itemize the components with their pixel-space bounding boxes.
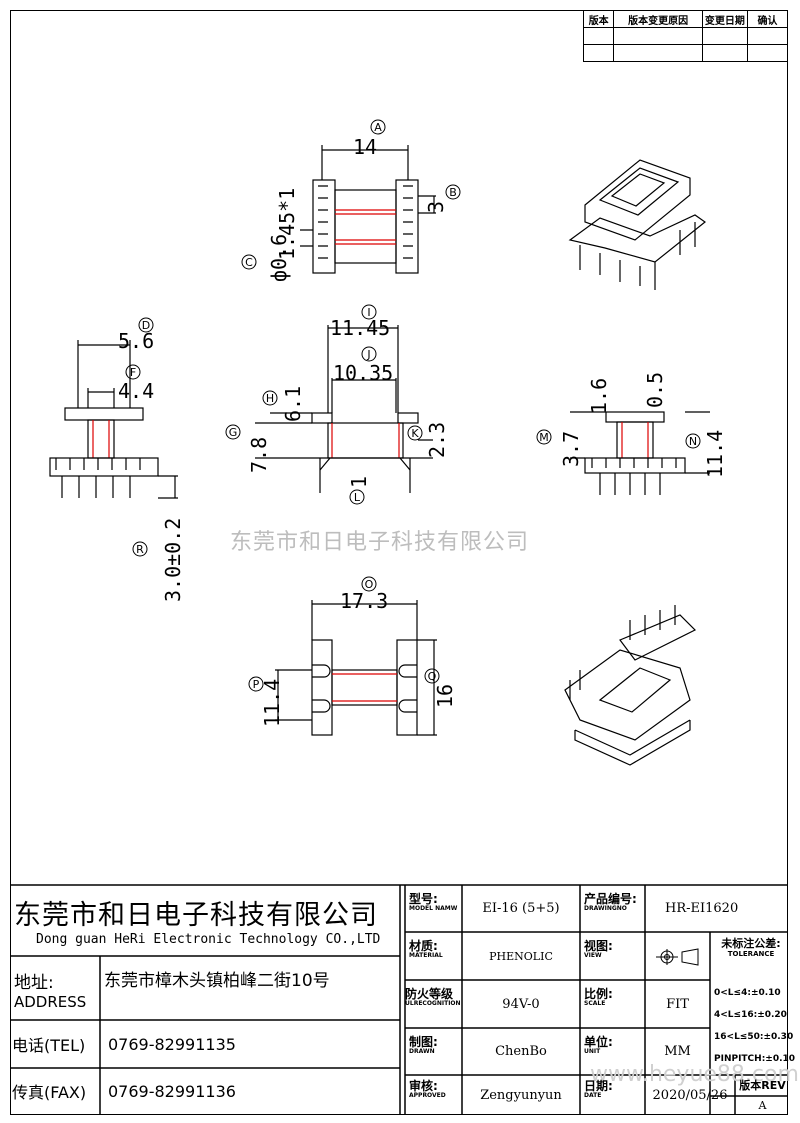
- marker-h: H: [266, 392, 274, 405]
- watermark-url: www.heyue88.com: [590, 1062, 799, 1087]
- tel-value: 0769-82991135: [108, 1034, 236, 1054]
- marker-i: I: [367, 306, 370, 319]
- dim-n-text: 11.4: [703, 430, 727, 478]
- marker-k: K: [411, 427, 419, 440]
- dim-j-text: 10.35: [333, 361, 393, 385]
- address-label: 地址: ADDRESS: [14, 962, 100, 1016]
- dim-o-text: 17.3: [340, 589, 388, 613]
- date-value: 2020/05/26: [652, 1087, 728, 1103]
- tolerance-lines: 0<L≤4:±0.10 4<L≤16:±0.20 16<L≤50:±0.30 P…: [714, 982, 795, 1070]
- tolerance-line: 16<L≤50:±0.30: [714, 1032, 794, 1042]
- unit-value: MM: [664, 1044, 691, 1059]
- tolerance-line: 4<L≤16:±0.20: [714, 1010, 787, 1020]
- rev-value: A: [758, 1099, 767, 1112]
- marker-o: O: [365, 578, 374, 591]
- dim-l-text: 1: [347, 476, 371, 488]
- dim-f-text: 4.4: [118, 379, 154, 403]
- address-label-en: ADDRESS: [14, 992, 87, 1011]
- drawn-value: ChenBo: [495, 1044, 547, 1059]
- top-view: [300, 145, 436, 274]
- date-label: 日期: DATE: [584, 1079, 613, 1099]
- approved-value: Zengyunyun: [480, 1087, 562, 1103]
- fire-rating-label: 防火等级 ULRECOGNITION: [405, 987, 461, 1007]
- dim-d-text: 5.6: [118, 329, 154, 353]
- view-label: 视图: VIEW: [584, 939, 613, 959]
- address-value: 东莞市樟木头镇柏峰二街10号: [104, 970, 330, 991]
- unit-label: 单位: UNIT: [584, 1035, 613, 1055]
- dim-a-text: 14: [353, 135, 377, 159]
- dim-i-text: 11.45: [330, 316, 390, 340]
- fire-rating-value: 94V-0: [502, 996, 540, 1012]
- dim-top2-text: 0.5: [643, 372, 667, 408]
- approved-label: 审核: APPROVED: [409, 1079, 446, 1099]
- marker-j: J: [366, 348, 370, 361]
- marker-q: Q: [428, 670, 437, 683]
- dim-h-text: 6.1: [281, 386, 305, 422]
- tolerance-line: PINPITCH:±0.10: [714, 1054, 796, 1064]
- right-side-view: [570, 411, 710, 495]
- marker-l: L: [354, 491, 361, 504]
- fax-value: 0769-82991136: [108, 1081, 236, 1101]
- address-label-cn: 地址:: [14, 972, 54, 993]
- company-name-en: Dong guan HeRi Electronic Technology CO.…: [36, 932, 381, 947]
- revision-table: 版本 版本变更原因 变更日期 确认: [582, 10, 789, 62]
- iso-view-top: [568, 159, 707, 290]
- marker-a: A: [374, 121, 382, 134]
- dim-q-text: 16: [433, 684, 457, 708]
- material-label: 材质: MATERIAL: [409, 939, 443, 959]
- dim-b-text: 3: [424, 201, 448, 213]
- drawing-frame: [10, 10, 788, 1115]
- projection-symbol-icon: [656, 948, 699, 966]
- left-side-view: [49, 340, 178, 499]
- material-value: PHENOLIC: [489, 949, 553, 963]
- marker-m: M: [539, 431, 549, 444]
- model-value: EI-16 (5+5): [482, 901, 560, 916]
- scale-value: FIT: [666, 996, 689, 1012]
- dim-g-text: 7.8: [247, 437, 271, 473]
- marker-f: F: [130, 366, 136, 379]
- front-view: [255, 325, 433, 493]
- dim-c2-text: 1.45*1: [275, 188, 299, 260]
- marker-c: C: [245, 256, 253, 269]
- drawing-no-value: HR-EI1620: [665, 901, 739, 916]
- tolerance-header: 未标注公差: TOLERANCE: [721, 937, 781, 959]
- drawing-no-label: 产品编号: DRAWINGNO: [584, 892, 637, 912]
- marker-p: P: [253, 678, 260, 691]
- title-block-lines: [10, 884, 788, 1115]
- marker-d: D: [142, 319, 150, 332]
- fax-label: 传真(FAX): [12, 1083, 87, 1102]
- marker-r: R: [136, 543, 144, 556]
- dim-c-text: ф0.6: [267, 234, 291, 282]
- marker-b: B: [449, 186, 457, 199]
- marker-n: N: [689, 435, 697, 448]
- iso-view-bottom: [564, 605, 697, 766]
- bottom-view: [275, 600, 437, 736]
- dim-m-text: 3.7: [559, 431, 583, 467]
- rev-label: 版本REV: [739, 1079, 786, 1092]
- company-name-cn: 东莞市和日电子科技有限公司: [14, 900, 378, 931]
- marker-g: G: [229, 426, 238, 439]
- dim-k-text: 2.3: [425, 422, 449, 458]
- scale-label: 比例: SCALE: [584, 987, 613, 1007]
- dim-r-text: 3.0±0.2: [161, 518, 185, 602]
- dim-top1-text: 1.6: [587, 378, 611, 414]
- tel-label: 电话(TEL): [12, 1036, 86, 1055]
- model-label: 型号: MODEL NAMW: [409, 892, 458, 912]
- drawn-label: 制图: DRAWN: [409, 1035, 438, 1055]
- tolerance-line: 0<L≤4:±0.10: [714, 988, 781, 998]
- watermark-company: 东莞市和日电子科技有限公司: [230, 530, 530, 555]
- dim-p-text: 11.4: [260, 679, 284, 727]
